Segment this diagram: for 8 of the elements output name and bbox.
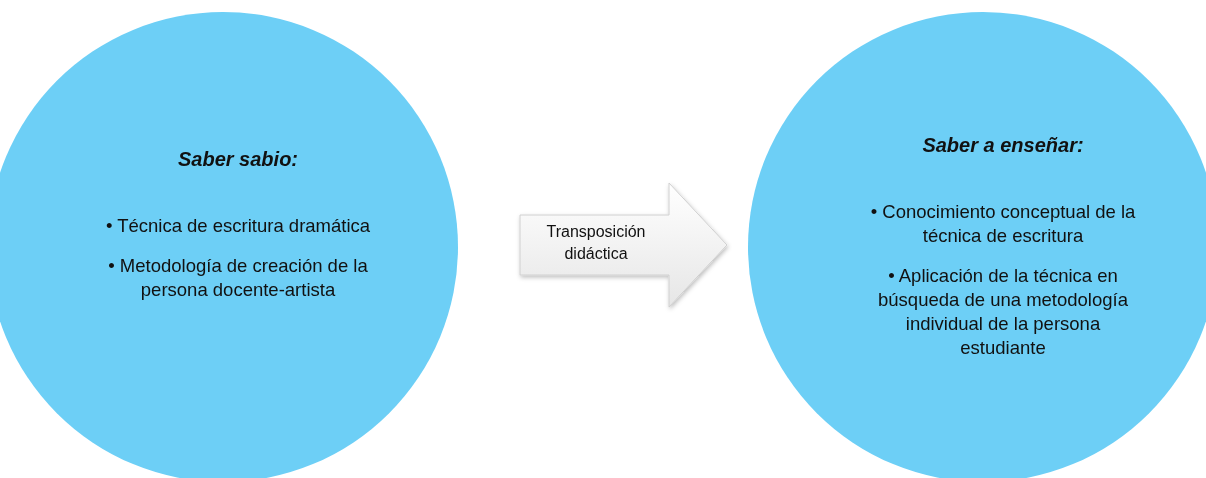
edge-label: Transposición didáctica bbox=[545, 222, 647, 264]
circle-heading: Saber sabio: bbox=[177, 147, 298, 172]
block-arrow bbox=[519, 182, 728, 308]
bullet-text: • Metodología de creación de la persona docente-artista bbox=[107, 254, 369, 302]
bullet-text: • Conocimiento conceptual de la técnica de escritura bbox=[869, 200, 1137, 248]
bullet-text: • Técnica de escritura dramática bbox=[104, 214, 372, 238]
bullet-text: • Aplicación de la técnica en búsqueda de una metodología individual de la persona estudiante bbox=[877, 264, 1129, 360]
circle-heading: Saber a enseñar: bbox=[922, 133, 1084, 158]
